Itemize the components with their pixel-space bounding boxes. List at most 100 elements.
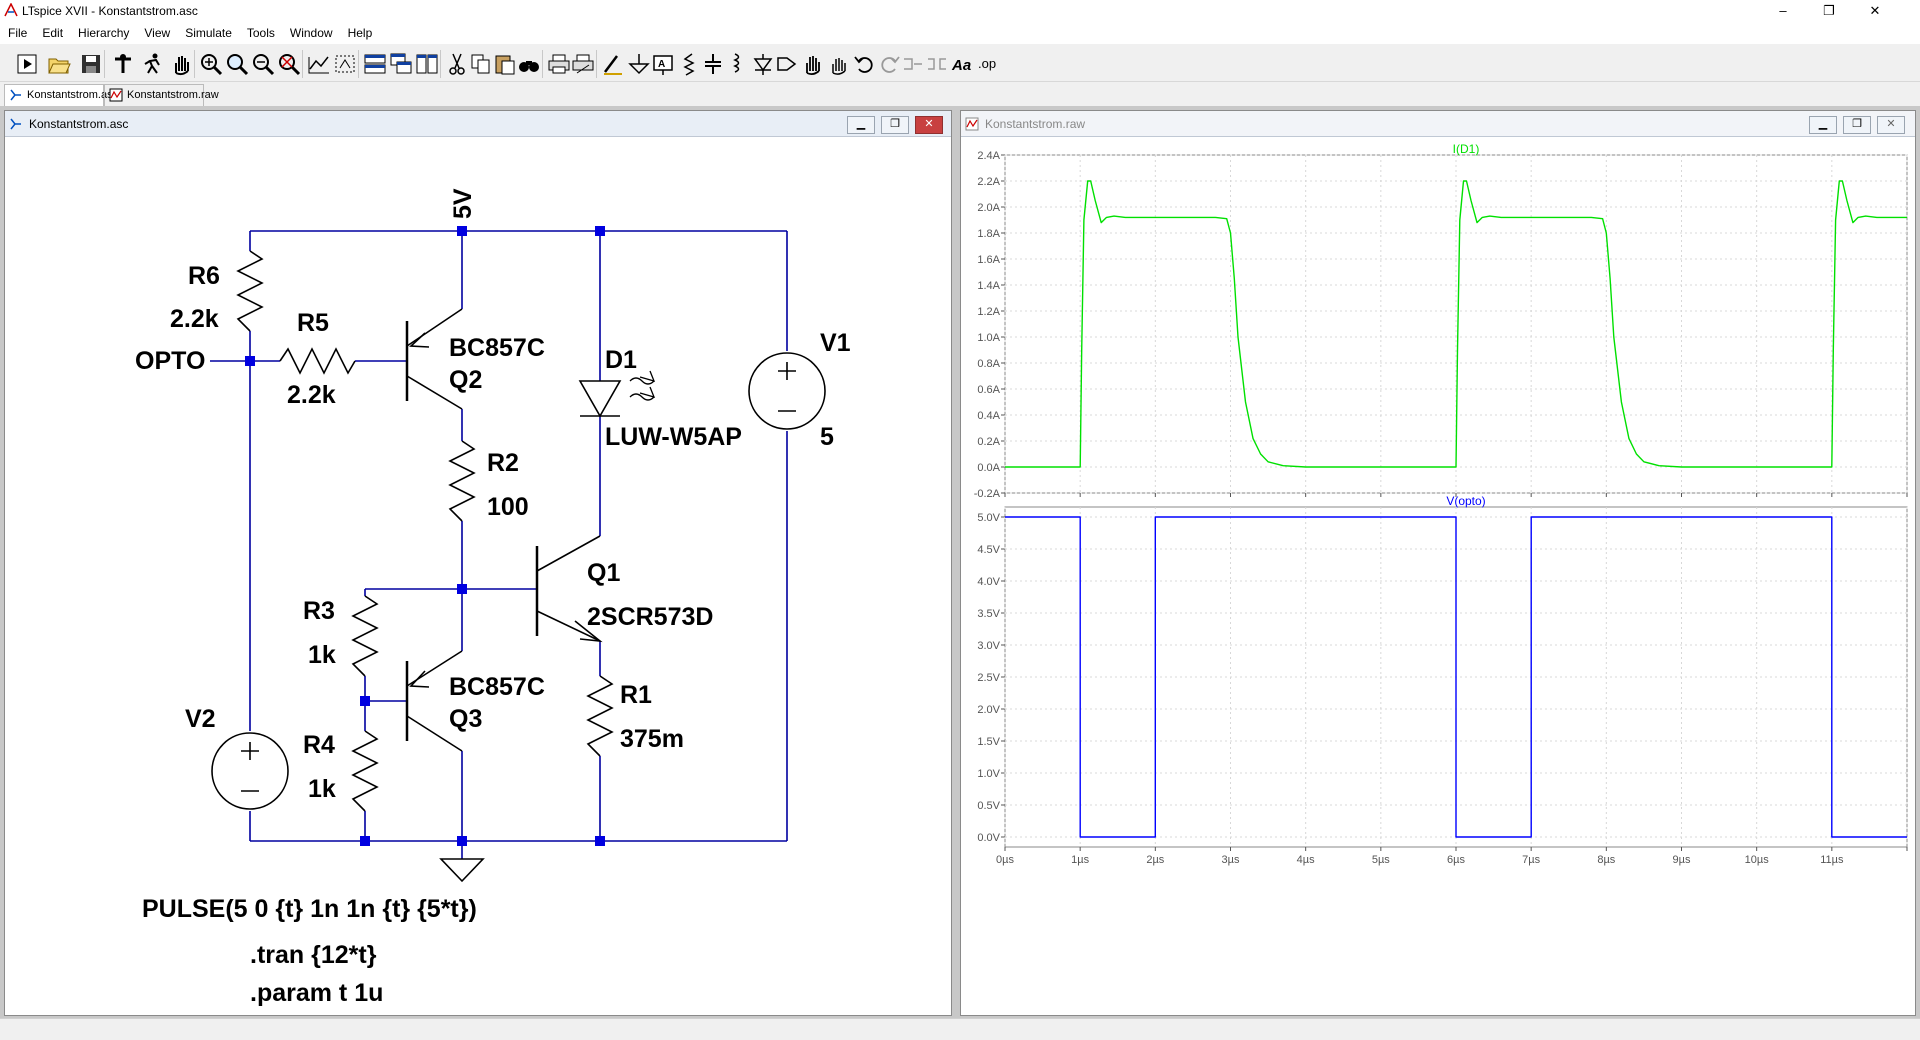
document-tabs: Konstantstrom.asc Konstantstrom.raw — [0, 82, 1920, 106]
print-setup-icon[interactable] — [570, 51, 596, 77]
transistor-q2[interactable] — [405, 308, 463, 410]
autorange-icon[interactable] — [306, 51, 332, 77]
y-tick-label: 0.2A — [977, 436, 1000, 448]
schematic-canvas[interactable]: 5V OPTO R6 2.2k R5 2.2k BC857C Q2 D1 LUW… — [15, 141, 943, 1009]
voltage-source-v2[interactable] — [211, 732, 289, 810]
tab-label: Konstantstrom.asc — [27, 89, 119, 101]
resistor-icon[interactable] — [676, 51, 702, 77]
r5-value: 2.2k — [287, 381, 336, 409]
run-pause-icon[interactable] — [140, 51, 166, 77]
rotate-icon[interactable] — [900, 51, 926, 77]
ground-symbol[interactable] — [439, 858, 485, 883]
menu-window[interactable]: Window — [289, 26, 333, 40]
schematic-window[interactable]: Konstantstrom.asc ▁ ❐ ✕ — [4, 110, 952, 1016]
waveform-window-titlebar[interactable]: Konstantstrom.raw ▁ ❐ ✕ — [961, 111, 1915, 137]
resistor-r5[interactable] — [279, 347, 356, 375]
y-tick-label: 2.4A — [977, 150, 1000, 162]
schematic-window-titlebar[interactable]: Konstantstrom.asc ▁ ❐ ✕ — [5, 111, 951, 137]
wire-icon[interactable] — [600, 51, 626, 77]
child-close-button[interactable]: ✕ — [1877, 116, 1905, 134]
title-bar: LTspice XVII - Konstantstrom.asc – ❐ ✕ — [0, 0, 1920, 22]
waveform-plot-area[interactable]: 2.4A2.2A2.0A1.8A1.6A1.4A1.2A1.0A0.8A0.6A… — [965, 141, 1911, 1013]
zoom-out-icon[interactable] — [250, 51, 276, 77]
menu-help[interactable]: Help — [347, 26, 373, 40]
cut-icon[interactable] — [444, 51, 470, 77]
child-restore-button[interactable]: ❐ — [1843, 116, 1871, 134]
find-icon[interactable] — [516, 51, 542, 77]
control-panel-icon[interactable] — [110, 51, 136, 77]
child-minimize-button[interactable]: ▁ — [1809, 116, 1837, 134]
y-tick-label: 5.0V — [977, 512, 1000, 524]
v1-value: 5 — [820, 423, 834, 451]
toolbar-separator — [440, 50, 441, 78]
child-minimize-button[interactable]: ▁ — [847, 116, 875, 134]
y-tick-label: 2.2A — [977, 176, 1000, 188]
ground-icon[interactable] — [626, 51, 652, 77]
menu-view[interactable]: View — [144, 26, 171, 40]
svg-text:A: A — [658, 59, 665, 70]
diode-icon[interactable] — [750, 51, 776, 77]
restore-button[interactable]: ❐ — [1823, 3, 1835, 18]
paste-icon[interactable] — [492, 51, 518, 77]
zoom-cancel-icon[interactable] — [276, 51, 302, 77]
resistor-r2[interactable] — [448, 440, 476, 522]
x-tick-label: 1µs — [1071, 854, 1089, 866]
menu-edit[interactable]: Edit — [42, 26, 64, 40]
y-tick-label: 0.0A — [977, 462, 1000, 474]
menu-tools[interactable]: Tools — [246, 26, 275, 40]
pan-icon[interactable] — [168, 51, 194, 77]
plot-pane-voltage[interactable]: 5.0V4.5V4.0V3.5V3.0V2.5V2.0V1.5V1.0V0.5V… — [977, 494, 1908, 866]
y-tick-label: 0.0V — [977, 832, 1000, 844]
resistor-r4[interactable] — [351, 730, 379, 812]
label-icon[interactable]: A — [650, 51, 676, 77]
inductor-icon[interactable] — [724, 51, 750, 77]
zoom-in-icon[interactable] — [198, 51, 224, 77]
menu-file[interactable]: File — [8, 26, 28, 40]
copy-icon[interactable] — [468, 51, 494, 77]
drag-icon[interactable] — [826, 51, 852, 77]
print-icon[interactable] — [546, 51, 572, 77]
tab-waveform[interactable]: Konstantstrom.raw — [104, 84, 219, 106]
waveform-icon — [109, 88, 123, 102]
x-tick-label: 7µs — [1522, 854, 1540, 866]
undo-icon[interactable] — [852, 51, 878, 77]
component-icon[interactable] — [774, 51, 800, 77]
resistor-r1[interactable] — [586, 675, 614, 757]
resistor-r6[interactable] — [236, 250, 264, 332]
run-icon[interactable] — [14, 51, 40, 77]
menu-hierarchy[interactable]: Hierarchy — [78, 26, 130, 40]
spice-directive-icon[interactable]: .op — [976, 51, 1002, 77]
net-label-5v[interactable]: 5V — [449, 188, 477, 219]
led-d1[interactable] — [578, 370, 656, 418]
mirror-icon[interactable] — [924, 51, 950, 77]
close-button[interactable]: ✕ — [1869, 3, 1881, 18]
child-close-button[interactable]: ✕ — [915, 116, 943, 134]
redo-icon[interactable] — [876, 51, 902, 77]
move-icon[interactable] — [800, 51, 826, 77]
transistor-q3[interactable] — [405, 650, 463, 752]
zoom-area-icon[interactable] — [224, 51, 250, 77]
minimize-button[interactable]: – — [1779, 3, 1787, 18]
capacitor-icon[interactable] — [700, 51, 726, 77]
text-icon[interactable]: Aa — [950, 51, 976, 77]
net-label-opto[interactable]: OPTO — [135, 347, 205, 375]
tile-vertical-icon[interactable] — [414, 51, 440, 77]
fit-icon[interactable] — [332, 51, 358, 77]
q3-name: Q3 — [449, 705, 482, 733]
menu-simulate[interactable]: Simulate — [185, 26, 232, 40]
cascade-icon[interactable] — [388, 51, 414, 77]
child-restore-button[interactable]: ❐ — [881, 116, 909, 134]
x-tick-label: 10µs — [1745, 854, 1770, 866]
plot-pane-current[interactable]: 2.4A2.2A2.0A1.8A1.6A1.4A1.2A1.0A0.8A0.6A… — [974, 142, 1908, 500]
open-icon[interactable] — [46, 51, 72, 77]
voltage-source-v1[interactable] — [748, 352, 826, 430]
spice-directive-tran[interactable]: .tran {12*t} — [250, 941, 377, 969]
tile-horizontal-icon[interactable] — [362, 51, 388, 77]
v2-value[interactable]: PULSE(5 0 {t} 1n 1n {t} {5*t}) — [142, 895, 477, 923]
transistor-q1[interactable] — [535, 535, 603, 643]
save-icon[interactable] — [78, 51, 104, 77]
spice-directive-param[interactable]: .param t 1u — [250, 979, 383, 1007]
resistor-r3[interactable] — [351, 595, 379, 677]
tab-schematic[interactable]: Konstantstrom.asc — [4, 84, 118, 106]
